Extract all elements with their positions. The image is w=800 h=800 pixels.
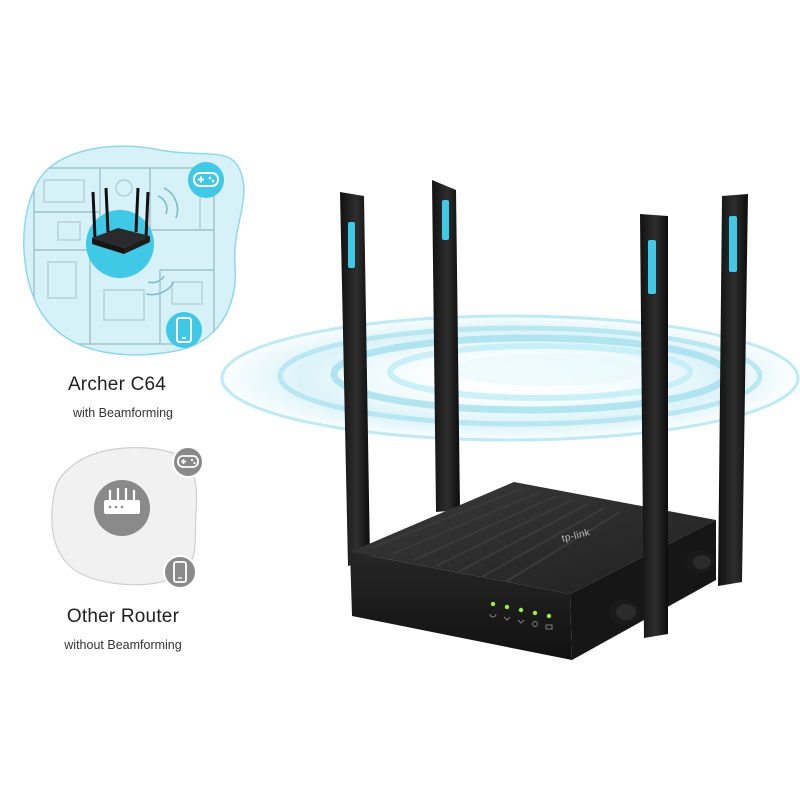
other-router-title: Other Router <box>66 606 180 627</box>
antenna-front-right <box>685 194 748 586</box>
power-icon <box>489 613 497 618</box>
antenna-back-left <box>340 192 370 566</box>
router-icon <box>94 480 150 536</box>
router-top-ridges <box>369 487 621 585</box>
router-front-face <box>350 552 572 660</box>
lan-icon <box>545 624 553 630</box>
mini-router-icon <box>91 187 150 254</box>
wifi-5g-icon <box>517 619 525 624</box>
antenna-back-center <box>432 180 460 512</box>
router-side-face <box>570 520 716 660</box>
wifi-signal-rings <box>210 312 800 444</box>
internet-icon <box>532 621 538 627</box>
gamepad-icon <box>188 162 224 198</box>
smartphone-icon <box>166 312 202 348</box>
beam-signal-arcs <box>145 187 179 296</box>
smartphone-icon <box>163 555 197 589</box>
archer-c64-title: Archer C64 <box>67 374 167 395</box>
router-product <box>340 180 748 660</box>
wifi-2g-icon <box>503 616 511 621</box>
status-leds <box>489 601 553 630</box>
router-top-face <box>350 482 716 594</box>
no-beamforming-subtitle: without Beamforming <box>64 638 182 652</box>
beamforming-subtitle: with Beamforming <box>72 406 174 420</box>
other-router-coverage-bubble <box>51 446 204 589</box>
beamforming-coverage-bubble <box>23 145 245 356</box>
antenna-front-left <box>608 214 668 638</box>
gamepad-icon <box>172 446 204 478</box>
